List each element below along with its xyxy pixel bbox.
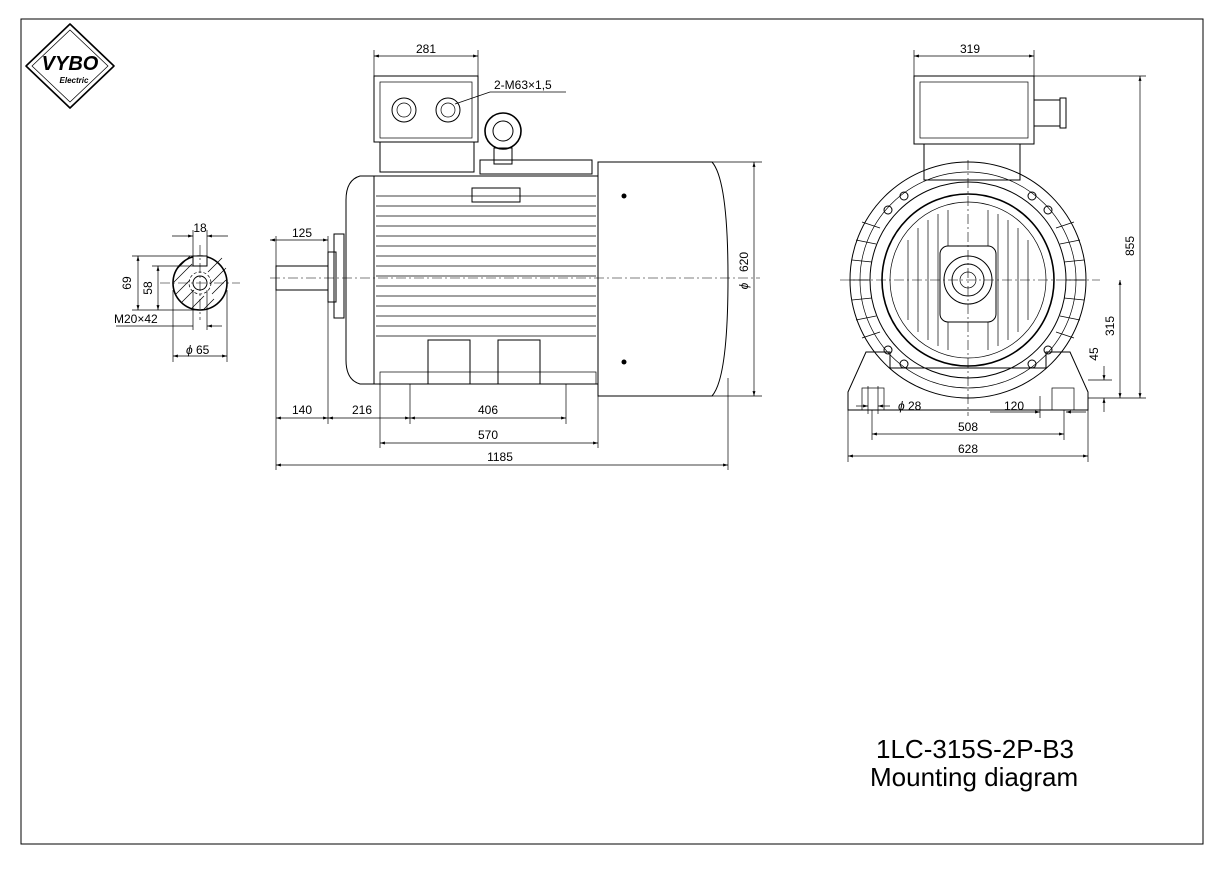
dim-key-width: 18 <box>193 221 207 235</box>
dim-58: 58 <box>141 281 155 295</box>
dim-foot-width: 120 <box>1004 399 1024 413</box>
dim-thread: M20×42 <box>114 312 158 326</box>
dim-tb-width-end: 319 <box>960 42 980 56</box>
dim-body-dia: 620 <box>737 252 751 272</box>
dim-shaft-dia: 65 <box>196 343 210 357</box>
dim-hole-spacing: 508 <box>958 420 978 434</box>
drawing-frame <box>20 18 1204 845</box>
dim-216: 216 <box>352 403 372 417</box>
dim-overall-length: 1185 <box>487 450 513 464</box>
dim-shaft-length: 125 <box>292 226 312 240</box>
logo-sub: Electric <box>60 76 89 85</box>
model-title: 1LC-315S-2P-B3 <box>876 734 1074 764</box>
dim-tb-width: 281 <box>416 42 436 56</box>
side-view: 281 2-M63×1,5 125 ϕ 620 140 216 406 570 … <box>270 42 762 470</box>
diameter-symbol: ϕ <box>186 343 193 357</box>
dim-foot-height: 45 <box>1087 347 1101 361</box>
cooling-fins <box>376 195 596 337</box>
cable-gland-label: 2-M63×1,5 <box>494 78 552 92</box>
dim-shaft-height: 315 <box>1103 316 1117 336</box>
logo-badge: VYBO Electric <box>25 23 115 109</box>
dim-overall-width: 628 <box>958 442 978 456</box>
dim-406: 406 <box>478 403 498 417</box>
dim-hole-dia: 28 <box>908 399 922 413</box>
shaft-detail-view: 18 69 58 M20×42 ϕ 65 <box>114 221 240 362</box>
end-view: 319 855 315 45 ϕ 28 120 508 628 <box>840 42 1146 462</box>
diameter-symbol: ϕ <box>898 399 905 413</box>
diagram-subtitle: Mounting diagram <box>870 762 1078 792</box>
dim-overall-height: 855 <box>1123 236 1137 256</box>
dim-570: 570 <box>478 428 498 442</box>
dim-69: 69 <box>120 276 134 290</box>
diameter-symbol: ϕ <box>737 282 751 289</box>
dim-140: 140 <box>292 403 312 417</box>
logo-brand: VYBO <box>42 53 99 75</box>
